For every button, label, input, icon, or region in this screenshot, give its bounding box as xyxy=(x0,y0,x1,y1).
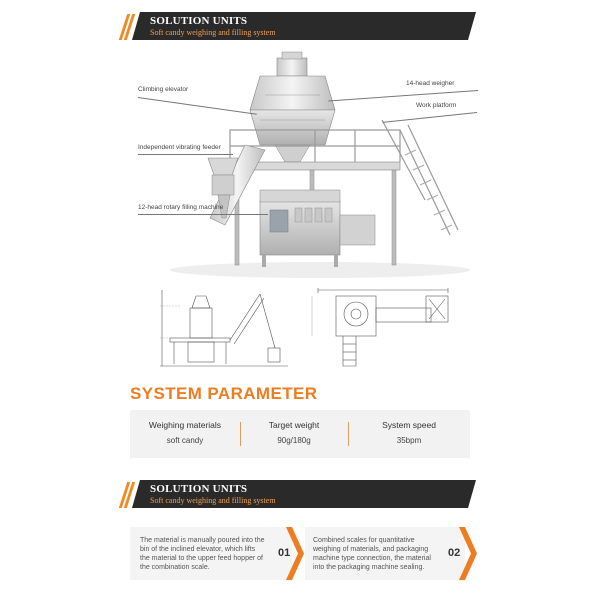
step-chevron-01 xyxy=(286,527,304,580)
callout-work-platform: Work platform xyxy=(416,102,457,109)
step-description: The material is manually poured into the… xyxy=(140,537,265,571)
parameter-label: Weighing materials xyxy=(148,420,222,430)
banner-title: SOLUTION UNITS xyxy=(150,15,248,27)
parameter-value: 90g/180g xyxy=(277,436,311,445)
step-chevron-02 xyxy=(459,527,477,580)
banner-subtitle: Soft candy weighing and filling system xyxy=(150,28,276,37)
step-card-01: The material is manually poured into the… xyxy=(130,527,292,580)
parameter-label: System speed xyxy=(382,420,436,430)
banner-title: SOLUTION UNITS xyxy=(150,483,248,495)
machine-drawing xyxy=(170,51,470,278)
top-view-drawing xyxy=(311,288,449,367)
callout-vibrating-feeder: Independent vibrating feeder xyxy=(138,144,221,151)
solution-units-banner-bottom: SOLUTION UNITS Soft candy weighing and f… xyxy=(118,480,476,508)
parameter-weighing-materials: Weighing materials soft candy xyxy=(130,410,240,458)
callout-climbing-elevator: Climbing elevator xyxy=(138,86,189,93)
parameter-label: Target weight xyxy=(268,420,320,430)
system-parameter-panel: Weighing materials soft candy Target wei… xyxy=(130,410,470,458)
parameter-target-weight: Target weight 90g/180g xyxy=(240,410,348,458)
callout-leader xyxy=(138,214,268,215)
callout-leader xyxy=(138,154,233,155)
step-number: 01 xyxy=(278,547,291,559)
step-number: 02 xyxy=(448,547,461,559)
parameter-value: soft candy xyxy=(166,436,204,445)
parameter-system-speed: System speed 35bpm xyxy=(348,410,470,458)
parameter-divider xyxy=(348,422,349,446)
machine-illustration: Climbing elevator Independent vibrating … xyxy=(120,50,490,280)
banner-subtitle: Soft candy weighing and filling system xyxy=(150,496,276,505)
solution-units-banner-top: SOLUTION UNITS Soft candy weighing and f… xyxy=(118,12,476,40)
parameter-value: 35bpm xyxy=(396,436,422,445)
system-parameter-heading: SYSTEM PARAMETER xyxy=(130,384,318,403)
side-view-drawing xyxy=(160,290,288,367)
banner-bar xyxy=(132,480,476,508)
step-description: Combined scales for quantitative weighin… xyxy=(313,537,431,571)
step-card-02: Combined scales for quantitative weighin… xyxy=(305,527,465,580)
parameter-divider xyxy=(240,422,241,446)
banner-bar xyxy=(132,12,476,40)
callout-rotary-filling-machine: 12-head rotary filling machine xyxy=(138,204,224,211)
callout-weigher: 14-head weigher xyxy=(406,80,455,87)
